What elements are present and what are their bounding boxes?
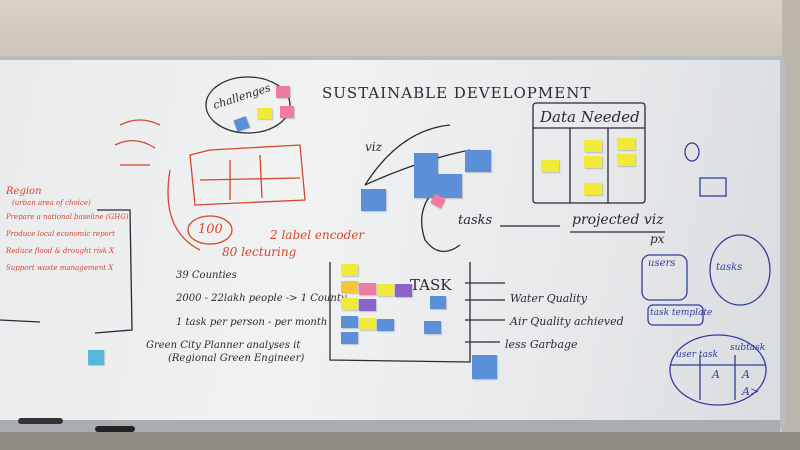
sticky-note bbox=[257, 108, 272, 119]
user-task-label: user task bbox=[676, 350, 718, 360]
loop-arrow bbox=[421, 189, 461, 252]
sticky-note bbox=[341, 264, 358, 276]
sticky-note bbox=[276, 86, 290, 98]
tasks-diagram-label: tasks bbox=[716, 262, 743, 273]
flow-2: 2000 - 22lakh people -> 1 County bbox=[176, 293, 347, 304]
sticky-note bbox=[617, 154, 635, 166]
left-list-5: Reduce flood & drought risk X bbox=[6, 247, 115, 255]
blue-strokes bbox=[641, 142, 771, 406]
left-list-1: Region bbox=[6, 186, 42, 197]
task-template-label: task template bbox=[650, 308, 713, 318]
wall-right bbox=[782, 0, 800, 450]
data-needed-box bbox=[532, 102, 646, 204]
left-list-6: Support waste management X bbox=[6, 264, 114, 272]
cell-1: A bbox=[712, 368, 720, 381]
sticky-note bbox=[395, 284, 412, 297]
viz-label: viz bbox=[365, 140, 382, 154]
challenges-circle bbox=[205, 76, 291, 134]
sticky-note bbox=[414, 174, 462, 198]
title: SUSTAINABLE DEVELOPMENT bbox=[322, 84, 592, 102]
outcome-3: less Garbage bbox=[505, 338, 578, 351]
sticky-note bbox=[341, 332, 358, 344]
black-strokes bbox=[0, 76, 665, 363]
sticky-note bbox=[361, 189, 386, 211]
flow-3: 1 task per person - per month bbox=[176, 317, 328, 328]
red-strokes bbox=[114, 119, 306, 251]
sticky-note bbox=[377, 284, 394, 296]
sticky-note bbox=[584, 183, 602, 195]
sticky-note bbox=[359, 318, 376, 330]
floor bbox=[0, 432, 800, 450]
sticky-note bbox=[617, 138, 635, 150]
left-list-3: Prepare a national baseline (GHG) bbox=[6, 213, 129, 221]
sticky-note bbox=[430, 296, 446, 309]
sticky-note bbox=[472, 355, 497, 379]
sticky-note bbox=[359, 283, 376, 295]
sticky-note bbox=[377, 319, 394, 331]
cell-3: A> bbox=[742, 385, 760, 398]
outcome-1: Water Quality bbox=[510, 292, 587, 305]
sticky-note bbox=[465, 150, 491, 172]
users-label: users bbox=[648, 258, 676, 269]
eraser bbox=[18, 418, 63, 424]
wall bbox=[0, 0, 800, 60]
marker-pen bbox=[95, 426, 135, 432]
eighty-label: 80 lecturing bbox=[222, 245, 297, 259]
flow-5: (Regional Green Engineer) bbox=[168, 353, 305, 364]
tasks-label: tasks bbox=[458, 213, 493, 228]
projected-viz-label: projected viz bbox=[572, 212, 664, 228]
left-list-4: Produce local economic report bbox=[6, 230, 115, 238]
hundred-label: 100 bbox=[198, 222, 223, 237]
sticky-note bbox=[424, 321, 441, 334]
outcome-2: Air Quality achieved bbox=[510, 315, 624, 328]
label-encoder: 2 label encoder bbox=[270, 228, 365, 242]
px-label: px bbox=[650, 232, 665, 246]
flow-1: 39 Counties bbox=[176, 270, 237, 281]
sticky-note bbox=[584, 140, 602, 152]
subtask-label: subtask bbox=[730, 343, 766, 353]
magnet bbox=[88, 350, 104, 365]
data-needed-label: Data Needed bbox=[540, 108, 640, 126]
sticky-note bbox=[341, 281, 358, 293]
sticky-note bbox=[341, 298, 358, 310]
task-box-label: TASK bbox=[410, 276, 452, 294]
viz-arrow bbox=[364, 124, 451, 186]
marker-tray bbox=[0, 420, 780, 432]
bracket bbox=[94, 209, 133, 334]
cell-2: A bbox=[742, 368, 750, 381]
left-list-2: (urban area of choice) bbox=[12, 199, 91, 207]
sticky-note bbox=[414, 153, 438, 175]
sticky-note bbox=[341, 316, 358, 328]
flow-4: Green City Planner analyses it bbox=[146, 340, 301, 351]
sticky-note bbox=[280, 106, 294, 118]
sticky-note bbox=[584, 156, 602, 168]
sticky-note bbox=[541, 160, 559, 172]
task-box bbox=[329, 262, 471, 363]
sticky-note bbox=[359, 299, 376, 311]
